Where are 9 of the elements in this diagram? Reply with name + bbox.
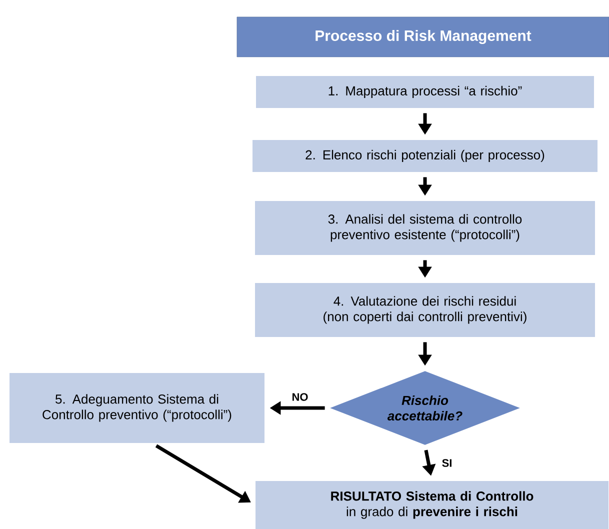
- process-box: 1. Mappatura processi “a rischio”: [256, 76, 594, 108]
- title-box: Processo di Risk Management: [236, 16, 609, 58]
- process-box: 5. Adeguamento Sistema di Controllo preventivo (“protocolli”): [10, 373, 264, 443]
- edge-label: SI: [440, 458, 454, 468]
- process-box: RISULTATO Sistema di Controllo in grado di prevenire i rischi: [256, 481, 608, 529]
- process-box: 2. Elenco rischi potenziali (per processo): [252, 140, 598, 172]
- process-box: 3. Analisi del sistema di controllo preventivo esistente (“protocolli”): [255, 201, 596, 255]
- process-box: 4. Valutazione dei rischi residui (non coperti dai controlli preventivi): [255, 283, 596, 337]
- edge-label: NO: [290, 392, 310, 402]
